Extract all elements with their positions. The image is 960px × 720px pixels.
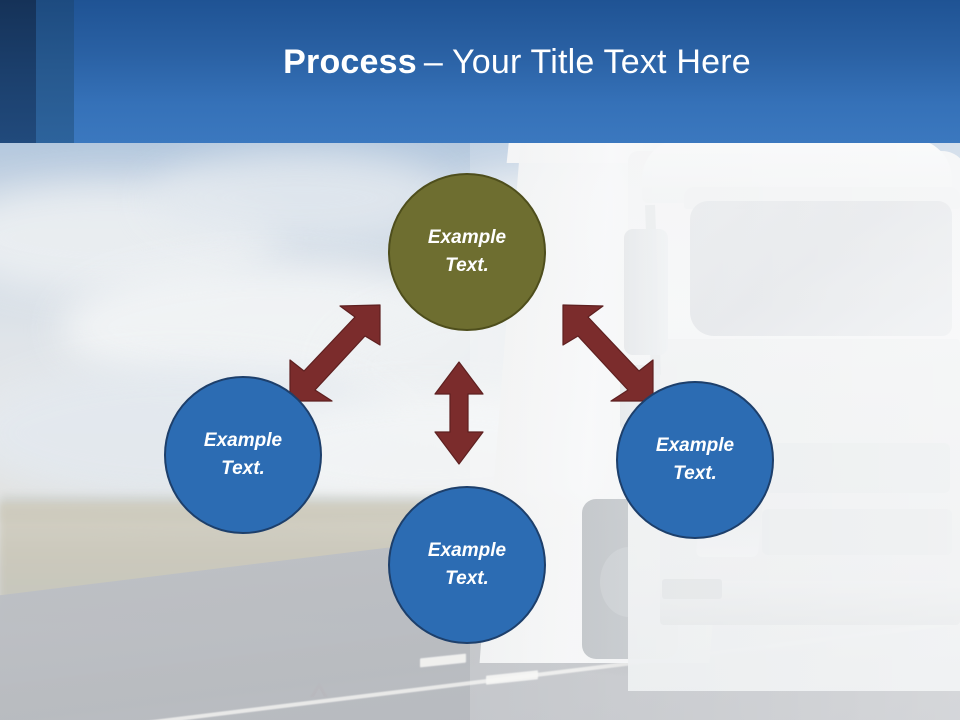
process-node-right-line1: Example [655,435,735,457]
truck-grille-upper [760,443,950,493]
header-accent-band-mid [36,0,74,143]
process-node-bottom[interactable]: Example Text. [388,486,546,644]
connector-arrow-top-left [289,304,381,402]
truck-step [662,579,722,599]
process-node-top[interactable]: Example Text. [388,173,546,331]
page-title: Process – Your Title Text Here [74,0,960,143]
connector-arrow-top-right [562,304,654,402]
process-node-left[interactable]: Example Text. [164,376,322,534]
connector-arrow-top-bottom [434,361,484,465]
truck-side-mirror [624,229,668,355]
page-title-bold: Process [283,43,417,81]
process-node-bottom-line2: Text. [445,568,489,589]
process-node-right[interactable]: Example Text. [616,381,774,539]
process-node-top-line2: Text. [445,255,489,276]
truck-windshield [690,201,952,336]
header-accent-band-dark [0,0,36,143]
truck-grille-lower [762,509,952,555]
process-node-bottom-line1: Example [427,540,507,562]
slide-header: Process – Your Title Text Here [0,0,960,143]
page-title-rest: – Your Title Text Here [423,43,751,81]
process-node-right-line2: Text. [673,463,717,484]
process-node-left-line1: Example [203,430,283,452]
process-node-left-line2: Text. [221,458,265,479]
process-node-top-line1: Example [427,227,507,249]
